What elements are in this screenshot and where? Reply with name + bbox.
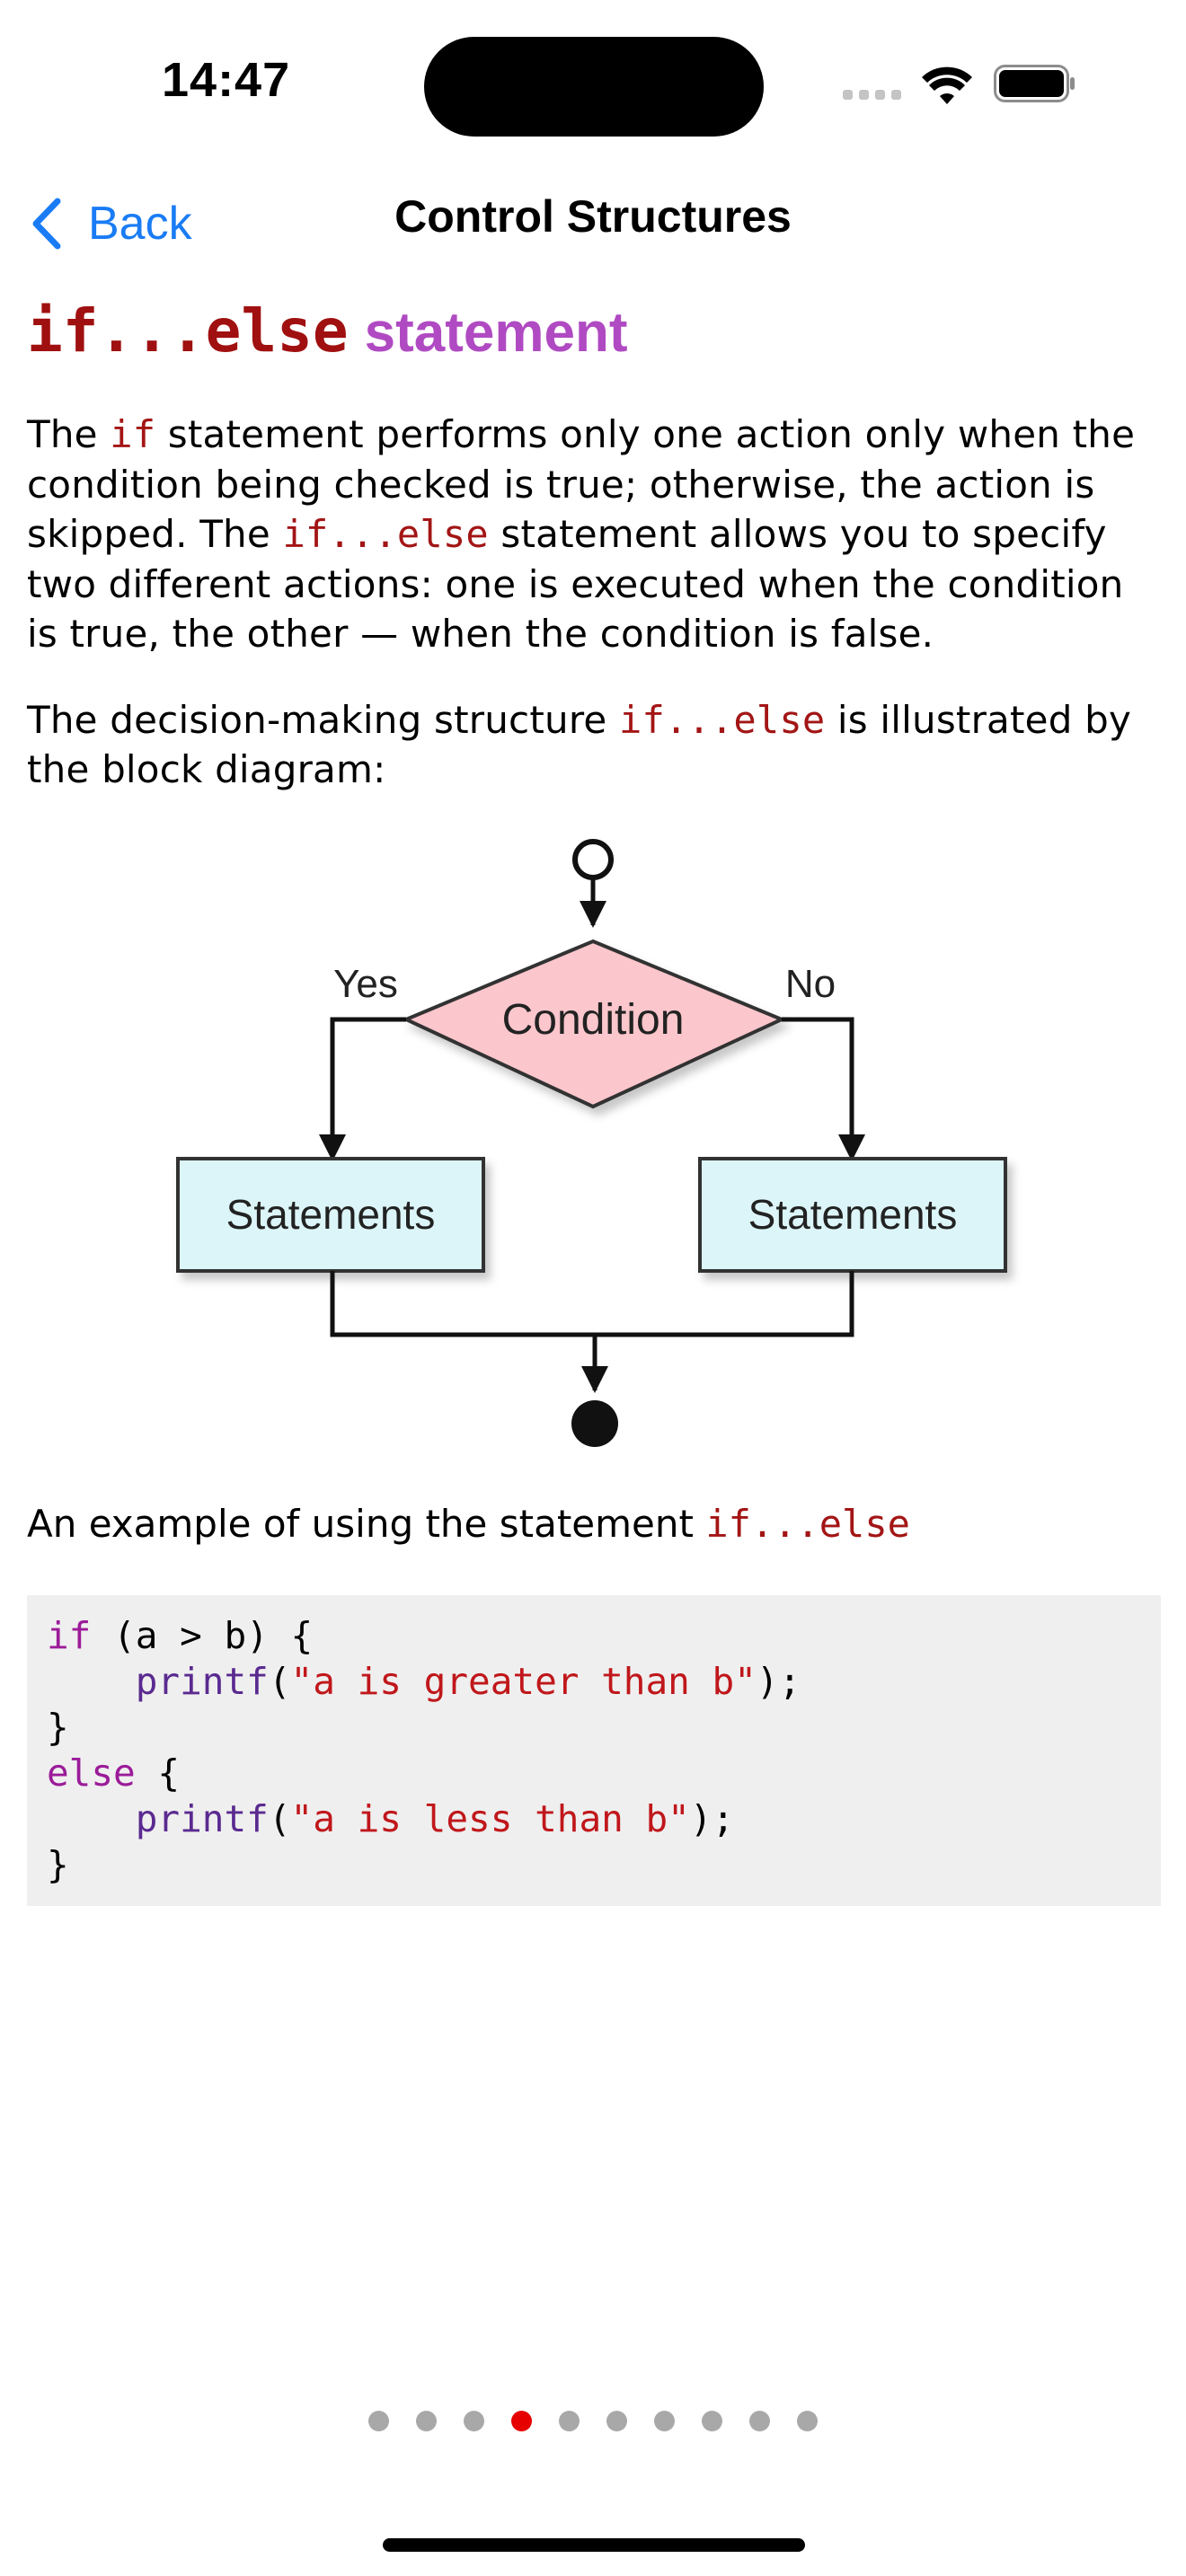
- condition-diamond: [402, 939, 786, 1109]
- condition-label: Condition: [502, 996, 685, 1044]
- heading-word: statement: [364, 302, 628, 364]
- cellular-signal-icon: [843, 90, 902, 102]
- dynamic-island: [424, 37, 764, 137]
- code-line: printf("a is greater than b");: [47, 1659, 1141, 1705]
- code-text: (a > b) {: [91, 1614, 314, 1657]
- no-label: No: [785, 962, 836, 1006]
- code-text: (: [268, 1660, 291, 1703]
- text-run: statement allows you to specify two diff…: [27, 512, 1124, 656]
- home-indicator[interactable]: [383, 2538, 805, 2552]
- text-run: The: [27, 412, 111, 456]
- page-dot[interactable]: [702, 2410, 722, 2431]
- text-run: statement performs only one action only …: [27, 412, 1136, 556]
- heading-code: if...else: [27, 296, 349, 366]
- back-button[interactable]: Back: [29, 183, 192, 264]
- page-dot[interactable]: [606, 2410, 627, 2431]
- statements-label-left: Statements: [226, 1191, 436, 1238]
- wifi-icon: [922, 66, 972, 104]
- text-run: An example of using the statement: [27, 1502, 706, 1546]
- code-line: }: [47, 1842, 1141, 1888]
- page-dot[interactable]: [416, 2410, 437, 2431]
- code-function: printf: [135, 1797, 269, 1840]
- page-dot[interactable]: [797, 2410, 818, 2431]
- section-heading: if...else statement: [27, 296, 1161, 386]
- inline-code: if: [110, 412, 156, 456]
- page-dot[interactable]: [464, 2410, 484, 2431]
- if-else-flowchart: Condition Yes No Statements Statements: [0, 826, 1186, 1473]
- page-dot[interactable]: [559, 2410, 580, 2431]
- intro-paragraph: The if statement performs only one actio…: [27, 410, 1161, 659]
- page-dot[interactable]: [368, 2410, 389, 2431]
- start-node: [572, 839, 614, 880]
- code-keyword: if: [47, 1614, 92, 1657]
- code-line: else {: [47, 1751, 1141, 1796]
- code-line: printf("a is less than b");: [47, 1796, 1141, 1842]
- inline-code: if...else: [705, 1502, 910, 1546]
- battery-icon: [994, 65, 1075, 102]
- chevron-left-icon: [32, 198, 61, 250]
- statements-label-right: Statements: [748, 1191, 958, 1238]
- code-line: if (a > b) {: [47, 1613, 1141, 1659]
- page-title: Control Structures: [394, 191, 792, 242]
- status-bar: 14:47: [0, 0, 1186, 171]
- code-example-block: if (a > b) { printf("a is greater than b…: [27, 1595, 1161, 1906]
- code-function: printf: [135, 1660, 269, 1703]
- page-dot[interactable]: [654, 2410, 675, 2431]
- page-indicator[interactable]: [0, 2407, 1186, 2434]
- code-keyword: else: [47, 1751, 136, 1795]
- code-text: );: [756, 1660, 801, 1703]
- example-intro-paragraph: An example of using the statement if...e…: [27, 1502, 910, 1546]
- code-text: }: [47, 1843, 69, 1886]
- code-line: }: [47, 1705, 1141, 1751]
- code-text: (: [268, 1797, 291, 1840]
- end-node: [571, 1400, 618, 1447]
- inline-code: if...else: [282, 512, 489, 556]
- code-text: {: [135, 1751, 181, 1795]
- diagram-intro-paragraph: The decision-making structure if...else …: [27, 695, 1161, 795]
- status-time: 14:47: [162, 53, 291, 107]
- code-text: );: [689, 1797, 735, 1840]
- lesson-content: if...else statement The if statement per…: [27, 296, 1161, 795]
- text-run: is illustrated by the block diagram:: [27, 697, 1132, 792]
- code-string: "a is greater than b": [290, 1660, 757, 1703]
- back-label: Back: [88, 198, 192, 250]
- inline-code: if...else: [618, 697, 826, 742]
- text-run: The decision-making structure: [27, 697, 619, 742]
- code-string: "a is less than b": [290, 1797, 690, 1840]
- page-dot[interactable]: [749, 2410, 770, 2431]
- page-dot-active[interactable]: [511, 2410, 532, 2431]
- code-indent: [47, 1797, 136, 1840]
- yes-label: Yes: [333, 962, 398, 1006]
- navigation-bar: Back Control Structures: [0, 171, 1186, 287]
- code-indent: [47, 1660, 136, 1703]
- code-text: }: [47, 1706, 69, 1749]
